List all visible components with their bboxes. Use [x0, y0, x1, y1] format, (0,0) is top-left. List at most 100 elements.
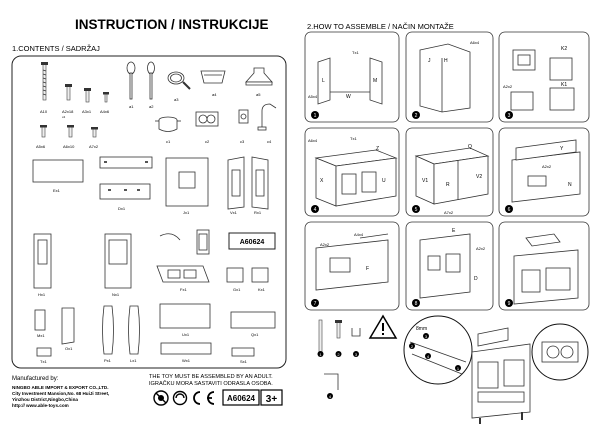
- svg-text:8mm: 8mm: [416, 326, 427, 332]
- svg-text:Px1: Px1: [104, 358, 112, 363]
- svg-text:Lx1: Lx1: [130, 358, 137, 363]
- svg-text:c2: c2: [205, 139, 210, 144]
- panel-S: Sx1: [231, 347, 255, 364]
- screw-a4: A4x6: [100, 92, 110, 114]
- svg-text:J: J: [428, 58, 431, 64]
- svg-text:x4: x4: [62, 115, 66, 119]
- svg-text:4: 4: [427, 354, 430, 359]
- panel-H: Hx1: [33, 233, 52, 297]
- panel-D: Dx1: [99, 156, 153, 211]
- bolt-a2: A2x18 x4: [62, 84, 74, 119]
- svg-text:1: 1: [314, 113, 317, 119]
- svg-text:1: 1: [457, 366, 460, 371]
- svg-text:Z: Z: [376, 146, 379, 152]
- pot-c1: c1: [155, 116, 181, 144]
- svg-text:9: 9: [508, 301, 511, 307]
- svg-text:A6x4: A6x4: [308, 138, 318, 143]
- panel-E: Ex1: [32, 159, 84, 193]
- svg-text:Dx1: Dx1: [118, 206, 126, 211]
- svg-text:Nx1: Nx1: [112, 292, 120, 297]
- svg-text:A5x4: A5x4: [308, 94, 318, 99]
- svg-text:A7x2: A7x2: [89, 144, 99, 149]
- step-panel-9: 9: [498, 221, 590, 311]
- assembly-steps-grid: 1 L M W Tx1 A5x4 2 H J A6x4 3: [304, 31, 590, 311]
- range-hood-a5: a5: [245, 67, 273, 97]
- faucet-c4: c4: [257, 103, 277, 144]
- panels-row-3: Ex1 Dx1 Jx1 Vx1 Rx1: [32, 156, 269, 215]
- manufacturer-line: Yinzhou District,Ningbo,China: [12, 397, 78, 402]
- svg-text:a3: a3: [174, 97, 179, 102]
- svg-text:A2x2: A2x2: [476, 246, 486, 251]
- panel-L: Lx1: [128, 305, 140, 363]
- svg-text:A7x2: A7x2: [444, 210, 454, 215]
- panel-G: Gx1: [226, 267, 244, 292]
- svg-text:V2: V2: [476, 174, 482, 180]
- svg-text:a5: a5: [256, 92, 261, 97]
- svg-text:Hx1: Hx1: [38, 292, 46, 297]
- svg-text:Sx1: Sx1: [240, 359, 248, 364]
- adult-warning-hr: IGRAČKU MORA SASTAVITI ODRASLA OSOBA.: [149, 380, 273, 387]
- svg-text:3: 3: [355, 352, 358, 357]
- panels-row-4: Hx1 Nx1 A60624 Fx1 Gx1 Kx1: [33, 229, 276, 297]
- svg-text:Vx1: Vx1: [230, 210, 238, 215]
- panel-P: Px1: [102, 305, 114, 363]
- svg-text:A2x18: A2x18: [62, 109, 74, 114]
- step-panel-2: 2 H J A6x4: [405, 31, 494, 123]
- svg-text:Gx1: Gx1: [233, 287, 241, 292]
- svg-text:D: D: [474, 276, 478, 282]
- panel-T: Tx1: [36, 347, 52, 364]
- detail-zoom-burner: [531, 323, 589, 381]
- svg-text:7: 7: [314, 301, 317, 307]
- svg-text:A2x2: A2x2: [320, 242, 330, 247]
- svg-text:c3: c3: [240, 139, 245, 144]
- svg-text:A2x2: A2x2: [542, 164, 552, 169]
- step-panel-7: 7 A4x4 A2x2 F: [304, 221, 400, 311]
- svg-text:3: 3: [425, 334, 428, 339]
- knob-c3: c3: [238, 109, 249, 144]
- completed-kitchen-illustration: [471, 327, 531, 424]
- frying-pan-a3: a3: [167, 71, 191, 102]
- svg-text:3: 3: [508, 113, 511, 119]
- screw-a5: A5x6: [36, 125, 47, 149]
- screw-a7: A7x2: [89, 127, 99, 149]
- warning-triangle-icon: [368, 314, 398, 339]
- svg-text:A6x10: A6x10: [63, 144, 75, 149]
- phone-accessory: [159, 229, 210, 255]
- panel-N: Nx1: [104, 233, 132, 297]
- svg-text:Wx1: Wx1: [182, 358, 191, 363]
- svg-text:A10: A10: [40, 109, 48, 114]
- panel-O: Ox1: [61, 307, 75, 351]
- svg-text:K2: K2: [561, 46, 567, 52]
- svg-text:3+: 3+: [266, 394, 278, 405]
- svg-text:Tx1: Tx1: [40, 359, 47, 364]
- screw-a1: A10: [40, 62, 48, 114]
- svg-text:1: 1: [319, 352, 322, 357]
- model-badge: A60624: [228, 232, 276, 250]
- svg-text:Qx1: Qx1: [251, 332, 259, 337]
- manufacturer-line: NINGBO ABLE IMPORT & EXPORT CO.,LTD.: [12, 385, 108, 390]
- hardware-row: A10 A2x18 x4 A3x1 A4x6 a1 a2: [40, 61, 273, 119]
- svg-text:F: F: [366, 266, 369, 272]
- svg-text:X: X: [320, 178, 324, 184]
- svg-text:Fx1: Fx1: [180, 287, 187, 292]
- svg-text:H: H: [444, 58, 448, 64]
- panel-R: Rx1: [251, 156, 269, 215]
- svg-text:a2: a2: [149, 104, 154, 109]
- recycle-icon: [172, 390, 188, 406]
- screw-a6: A6x10: [63, 125, 75, 149]
- step-panel-3: 3 K2 K1 A2x2: [498, 31, 590, 123]
- svg-text:K1: K1: [561, 82, 567, 88]
- panel-W: Wx1: [160, 342, 212, 363]
- svg-text:A4x4: A4x4: [354, 232, 364, 237]
- svg-text:c1: c1: [166, 139, 171, 144]
- step-panel-8: 8 E A2x2 D: [405, 221, 494, 311]
- svg-text:a1: a1: [129, 104, 134, 109]
- svg-text:M: M: [373, 78, 377, 84]
- svg-text:W: W: [346, 94, 351, 100]
- no-small-children-icon: [153, 390, 169, 406]
- svg-text:R: R: [446, 182, 450, 188]
- svg-text:c4: c4: [267, 139, 272, 144]
- hardware-legend: 1 2 3 4: [317, 319, 361, 399]
- panel-M: Mx1: [34, 309, 46, 338]
